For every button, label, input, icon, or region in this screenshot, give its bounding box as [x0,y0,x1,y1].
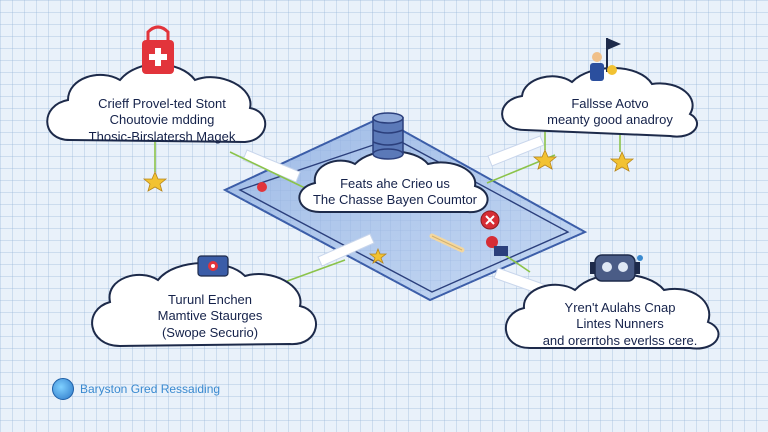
cloud-text-line: Mamtive Staurges [157,308,263,324]
star-icon [609,150,635,172]
cloud-bottom-left-text: Turunl Enchen Mamtive Staurges (Swope Se… [110,292,310,341]
cloud-text-line: Fallsse Aotvo [571,96,649,111]
cloud-center-text: Feats ahe Crieo us The Chasse Bayen Coum… [305,176,485,209]
cloud-text-line: Turunl Enchen [167,292,253,307]
star-icon [142,170,168,192]
cloud-text-line: Feats ahe Crieo us [340,176,450,191]
pencil-icon [429,233,465,253]
cloud-text-line: meanty good anadroy [547,112,673,128]
cloud-text-line: Lintes Nunners [576,316,664,332]
video-icon [197,255,229,277]
robot-icon [590,254,643,282]
star-icon [368,247,388,264]
cloud-text-line: and orerrtohs everlss cere. [542,332,698,348]
alert-badge-icon [480,210,508,256]
cloud-text-line: Thosic-Birslatersh Magek [88,128,236,144]
cloud-top-left-text: Crieff Provel-ted Stont Choutovie mdding… [62,96,262,145]
cloud-top-right-text: Fallsse Aotvo meanty good anadroy [520,96,700,129]
footer-brand: Baryston Gred Ressaiding [52,378,220,400]
connector-ribbons [242,135,561,301]
person-with-flag-icon [590,38,621,81]
globe-logo-icon [52,378,74,400]
cloud-text-line: Choutovie mdding [109,112,215,128]
cloud-bottom-right-text: Yren't Aulahs Cnap Lintes Nunners and or… [520,300,720,349]
cloud-text-line: Crieff Provel-ted Stont [98,96,226,111]
database-icon [372,112,404,160]
cloud-text-line: The Chasse Bayen Coumtor [312,192,478,208]
connection-node [257,182,267,192]
cloud-text-line: (Swope Securio) [161,324,259,340]
lock-icon [142,25,174,74]
cloud-text-line: Yren't Aulahs Cnap [564,300,676,315]
star-icon [532,148,558,170]
footer-text: Baryston Gred Ressaiding [80,382,221,396]
